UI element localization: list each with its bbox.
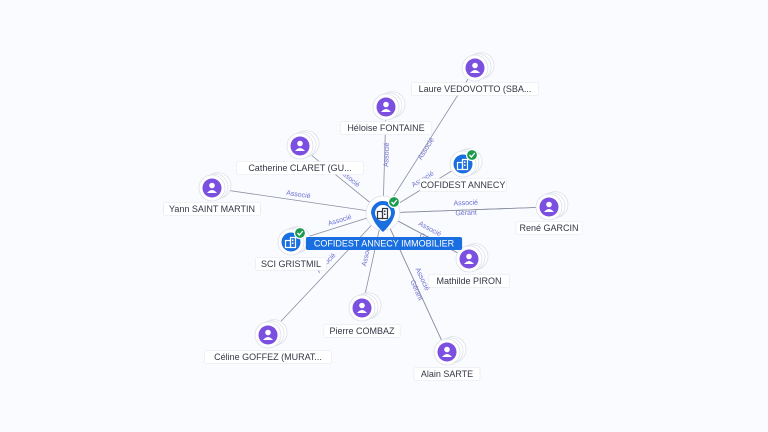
edge-rene-6: Associé: [382, 200, 550, 214]
person-icon: [263, 329, 273, 340]
node-celine[interactable]: Céline GOFFEZ (MURAT...: [204, 319, 332, 364]
node-label-text: Pierre COMBAZ: [329, 326, 395, 336]
node-label: Yann SAINT MARTIN: [163, 202, 261, 216]
edge-label: Gérant: [455, 210, 477, 218]
edge-line: [382, 206, 550, 214]
building-icon: [284, 236, 297, 249]
node-cofidest[interactable]: COFIDEST ANNECY: [419, 148, 507, 192]
person-icon: [295, 140, 305, 151]
person-icon: [357, 302, 367, 313]
node-yann[interactable]: Yann SAINT MARTIN: [163, 172, 261, 216]
building-icon: [376, 207, 389, 220]
node-pierre[interactable]: Pierre COMBAZ: [323, 292, 401, 338]
node-label-text: Céline GOFFEZ (MURAT...: [214, 352, 322, 362]
node-label-text: Laure VEDOVOTTO (SBA...: [419, 84, 532, 94]
node-label: COFIDEST ANNECY: [419, 178, 507, 192]
node-label: René GARCIN: [515, 221, 583, 235]
edge-yann-3: Associé: [211, 187, 384, 214]
node-label-text: Yann SAINT MARTIN: [169, 204, 255, 214]
node-label-text: René GARCIN: [519, 223, 578, 233]
check-badge-icon: [465, 148, 479, 162]
nodes-layer: Laure VEDOVOTTO (SBA... Héloise FONTAINE C…: [163, 52, 583, 381]
node-label-text: Alain SARTE: [421, 369, 473, 379]
node-mathilde[interactable]: Mathilde PIRON: [427, 243, 510, 288]
edge-line: [382, 212, 448, 353]
node-label: Catherine CLARET (GU...: [236, 161, 364, 175]
node-label-text: Héloise FONTAINE: [347, 123, 424, 133]
check-badge-icon: [293, 226, 307, 240]
node-label: Alain SARTE: [413, 367, 481, 381]
node-label-text: COFIDEST ANNECY: [421, 180, 506, 190]
node-label: Laure VEDOVOTTO (SBA...: [411, 82, 539, 96]
node-catherine[interactable]: Catherine CLARET (GU...: [236, 130, 364, 175]
edge-label: Associé: [417, 137, 436, 162]
node-label: Héloise FONTAINE: [339, 121, 433, 135]
person-icon: [442, 346, 452, 357]
person-icon: [544, 201, 554, 212]
edge-line: [299, 145, 384, 214]
person-icon: [207, 182, 217, 193]
center-label: COFIDEST ANNECY IMMOBILIER: [305, 237, 463, 250]
edge-label: Associé: [453, 200, 478, 208]
node-label: Mathilde PIRON: [427, 274, 510, 288]
check-badge-icon: [387, 195, 401, 209]
node-label-text: SCI GRISTMIL: [261, 259, 321, 269]
person-icon: [470, 62, 480, 73]
node-laure[interactable]: Laure VEDOVOTTO (SBA...: [411, 52, 539, 96]
center-node[interactable]: COFIDEST ANNECY IMMOBILIER: [305, 195, 463, 250]
node-rene[interactable]: René GARCIN: [515, 191, 583, 235]
node-heloise[interactable]: Héloise FONTAINE: [339, 91, 433, 135]
node-label-text: Catherine CLARET (GU...: [248, 163, 351, 173]
edge-label: Associé: [327, 214, 353, 228]
node-label: Céline GOFFEZ (MURAT...: [204, 350, 332, 364]
node-sci[interactable]: SCI GRISTMIL: [255, 226, 327, 271]
center-label-text: COFIDEST ANNECY IMMOBILIER: [314, 239, 455, 249]
person-icon: [381, 101, 391, 112]
node-label-text: Mathilde PIRON: [436, 276, 501, 286]
building-icon: [456, 158, 469, 171]
person-icon: [464, 253, 474, 264]
edge-label: Associé: [286, 190, 311, 200]
node-label: Pierre COMBAZ: [323, 324, 401, 338]
node-alain[interactable]: Alain SARTE: [413, 336, 481, 381]
edge-line: [211, 187, 384, 214]
edge-label: Associé: [383, 142, 391, 167]
node-label: SCI GRISTMIL: [255, 257, 327, 271]
edge-line: [267, 212, 384, 336]
